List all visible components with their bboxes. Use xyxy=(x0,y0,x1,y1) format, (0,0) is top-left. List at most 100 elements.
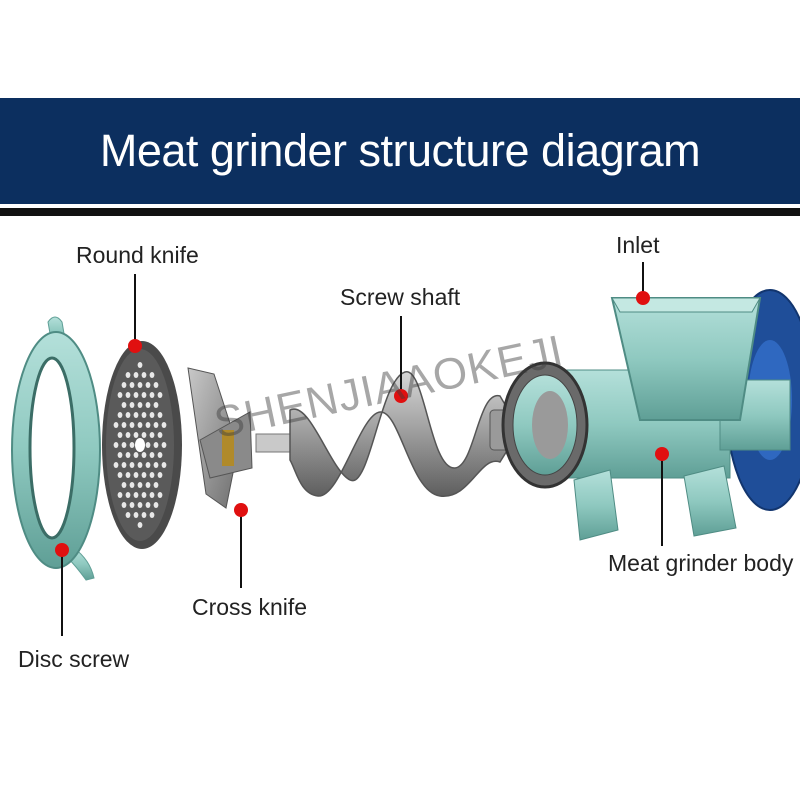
plate-hole xyxy=(121,422,127,428)
plate-hole xyxy=(129,422,135,428)
plate-hole xyxy=(137,522,143,528)
plate-hole xyxy=(121,482,127,488)
plate-hole xyxy=(157,432,163,438)
plate-hole xyxy=(113,442,119,448)
plate-hole xyxy=(117,432,123,438)
plate-hole xyxy=(149,512,155,518)
plate-hole xyxy=(157,412,163,418)
plate-hole xyxy=(125,432,131,438)
label-round-knife: Round knife xyxy=(76,242,199,268)
plate-hole xyxy=(157,452,163,458)
cross-knife-part xyxy=(187,367,253,509)
label-cross-knife: Cross knife xyxy=(192,594,308,620)
plate-hole xyxy=(149,472,155,478)
plate-hole xyxy=(137,482,143,488)
plate-hole xyxy=(145,462,151,468)
plate-hole xyxy=(137,462,143,468)
plate-hole xyxy=(121,442,127,448)
plate-hole xyxy=(157,472,163,478)
plate-hole xyxy=(145,422,151,428)
label-meat-grinder-body: Meat grinder body xyxy=(608,550,794,576)
plate-hole xyxy=(117,452,123,458)
plate-hole xyxy=(153,462,159,468)
page-title: Meat grinder structure diagram xyxy=(99,125,701,176)
plate-hole xyxy=(141,432,147,438)
plate-hole xyxy=(121,382,127,388)
meat-grinder-body-part xyxy=(501,289,800,541)
label-disc-screw: Disc screw xyxy=(18,646,130,672)
plate-hole xyxy=(161,462,167,468)
plate-hole xyxy=(133,392,139,398)
plate-hole xyxy=(141,472,147,478)
plate-hole xyxy=(157,392,163,398)
plate-hole xyxy=(133,372,139,378)
banner-divider xyxy=(0,208,800,216)
plate-hole xyxy=(141,392,147,398)
plate-hole xyxy=(129,382,135,388)
plate-hole xyxy=(133,492,139,498)
plate-hole xyxy=(149,432,155,438)
plate-hole xyxy=(149,392,155,398)
plate-hole xyxy=(137,382,143,388)
plate-hole xyxy=(133,432,139,438)
plate-hole xyxy=(125,512,131,518)
plate-hole xyxy=(149,452,155,458)
plate-hole xyxy=(125,452,131,458)
leader-lines xyxy=(61,262,663,636)
plate-hole xyxy=(137,362,143,368)
disc-screw-part xyxy=(11,316,101,581)
title-banner: Meat grinder structure diagram xyxy=(0,98,800,204)
plate-hole xyxy=(145,402,151,408)
plate-hole xyxy=(149,412,155,418)
plate-hole xyxy=(153,422,159,428)
marker-cross-knife xyxy=(234,503,248,517)
plate-hole xyxy=(117,492,123,498)
plate-hole xyxy=(125,372,131,378)
plate-hole xyxy=(141,412,147,418)
plate-hole xyxy=(117,472,123,478)
plate-hole xyxy=(129,402,135,408)
plate-hole xyxy=(133,452,139,458)
marker-inlet xyxy=(636,291,650,305)
plate-hole xyxy=(137,402,143,408)
plate-hole xyxy=(121,502,127,508)
plate-hole xyxy=(141,372,147,378)
plate-hole xyxy=(133,412,139,418)
plate-hole xyxy=(153,402,159,408)
plate-hole xyxy=(125,412,131,418)
plate-hole xyxy=(129,482,135,488)
plate-center-hole xyxy=(135,438,145,452)
round-knife-part xyxy=(102,341,182,549)
plate-hole xyxy=(153,502,159,508)
plate-hole xyxy=(121,462,127,468)
plate-hole xyxy=(121,402,127,408)
plate-hole xyxy=(145,442,151,448)
label-inlet: Inlet xyxy=(616,232,660,258)
plate-hole xyxy=(117,412,123,418)
marker-disc-screw xyxy=(55,543,69,557)
plate-hole xyxy=(129,442,135,448)
plate-hole xyxy=(145,502,151,508)
plate-hole xyxy=(117,392,123,398)
plate-hole xyxy=(149,372,155,378)
plate-hole xyxy=(133,472,139,478)
plate-hole xyxy=(137,502,143,508)
plate-hole xyxy=(153,442,159,448)
plate-hole xyxy=(113,422,119,428)
marker-round-knife xyxy=(128,339,142,353)
marker-screw-shaft xyxy=(394,389,408,403)
plate-hole xyxy=(133,512,139,518)
plate-hole xyxy=(125,392,131,398)
plate-hole xyxy=(141,452,147,458)
plate-hole xyxy=(125,492,131,498)
marker-body xyxy=(655,447,669,461)
plate-hole xyxy=(153,382,159,388)
plate-hole xyxy=(129,502,135,508)
plate-hole xyxy=(129,462,135,468)
marker-dots xyxy=(55,291,669,557)
plate-hole xyxy=(141,492,147,498)
plate-hole xyxy=(145,482,151,488)
plate-hole xyxy=(145,382,151,388)
plate-hole xyxy=(141,512,147,518)
